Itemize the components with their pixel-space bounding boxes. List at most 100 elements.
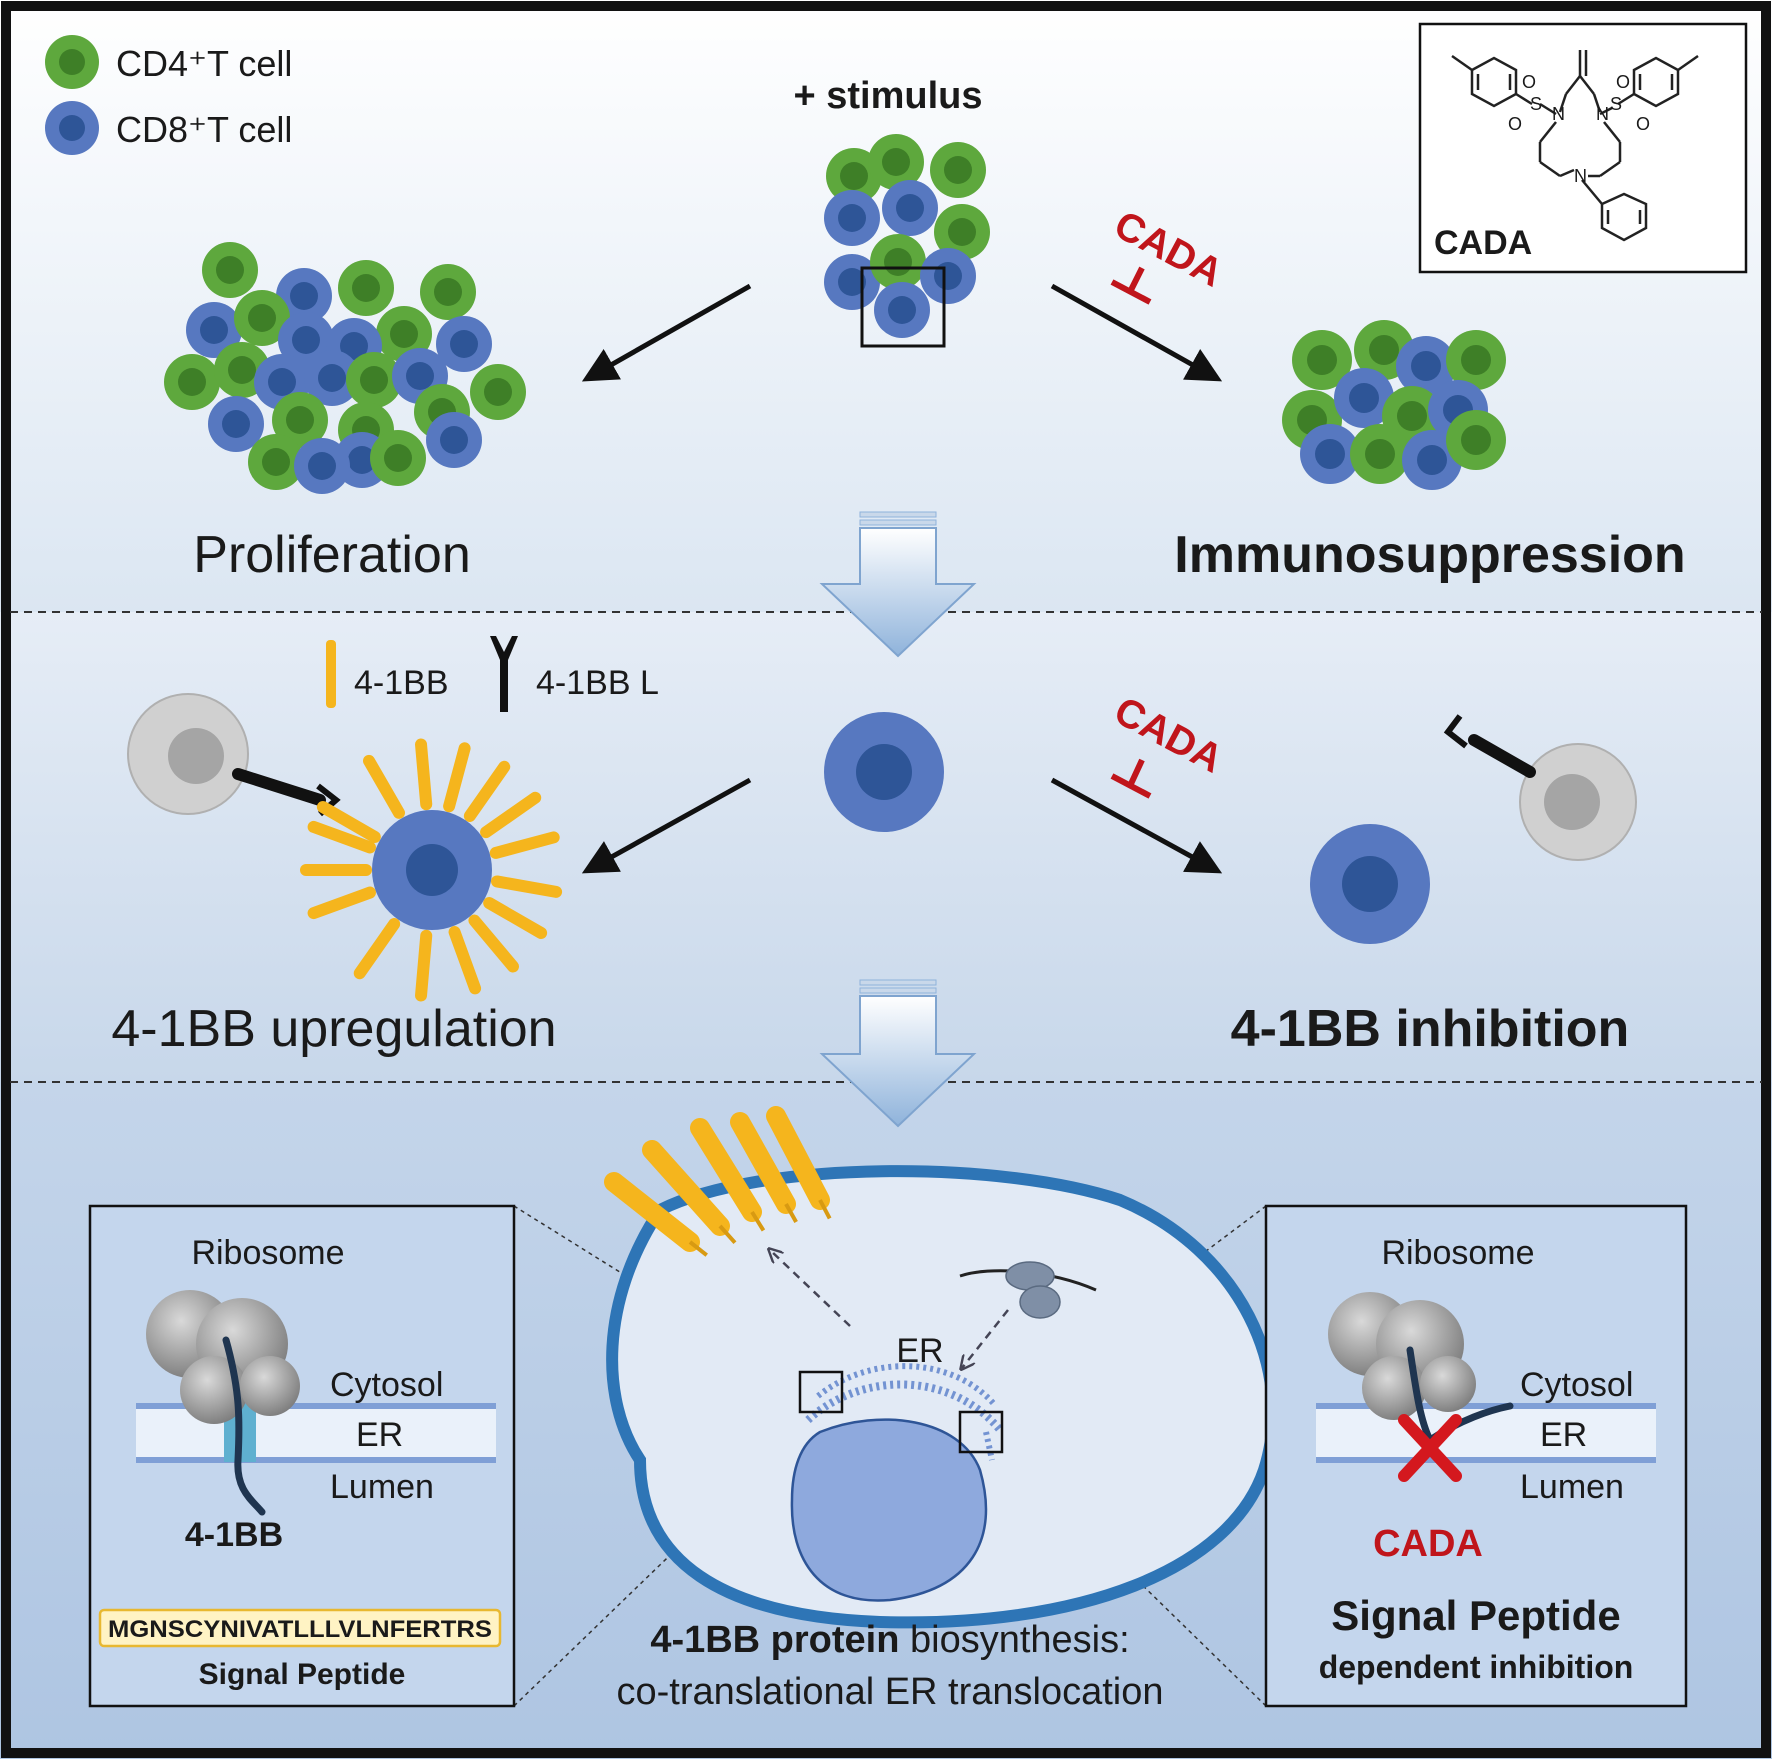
4-1bb-receptor	[443, 742, 471, 813]
cell-membrane	[606, 1165, 1279, 1629]
cd4-cell	[868, 134, 924, 190]
cd4-cell	[1446, 410, 1506, 470]
cd4-cell	[272, 392, 328, 448]
apc-cell-right	[1443, 714, 1637, 861]
zoom-box-left	[798, 1370, 844, 1414]
4-1bb-receptor	[490, 875, 563, 898]
cd8-cell	[436, 316, 492, 372]
ligand-legend-label: 4-1BB L	[536, 664, 659, 702]
er-membrane-1	[805, 1380, 1004, 1433]
left-er-label: ER	[356, 1416, 403, 1454]
cd4-cell	[1350, 424, 1410, 484]
cd8-cell	[208, 396, 264, 452]
nitrogen-bottom: N	[1574, 166, 1587, 186]
cd8-cell	[276, 268, 332, 324]
cd4-cell	[870, 234, 926, 290]
4-1bb-receptor	[415, 929, 433, 1002]
cd8-cell	[920, 248, 976, 304]
oxygen-right-2: O	[1636, 114, 1650, 134]
4-1bb-receptor	[480, 791, 542, 839]
zoom-line-1	[513, 1205, 813, 1393]
big-arrow-1	[819, 511, 977, 658]
cd8-cell	[824, 190, 880, 246]
cd8-cell	[304, 350, 360, 406]
receptor-legend-label: 4-1BB	[354, 664, 449, 702]
proliferation-label: Proliferation	[193, 526, 470, 584]
ribosome-icon	[959, 1261, 1097, 1319]
cd8-cell	[882, 180, 938, 236]
membrane-receptors	[604, 1106, 832, 1257]
cd8-cell	[294, 438, 350, 494]
cd4-cell	[1446, 330, 1506, 390]
membrane-4-1bb-receptor	[766, 1106, 830, 1210]
cd8-legend-label: CD8⁺T cell	[116, 109, 292, 150]
sulfur-left: S	[1530, 94, 1542, 114]
4-1bb-receptor	[483, 897, 548, 939]
er-membrane-2	[816, 1363, 997, 1406]
nitrogen-left: N	[1552, 104, 1565, 124]
cd4-cell	[420, 264, 476, 320]
right-title-line-2: dependent inhibition	[1319, 1649, 1634, 1685]
inhibition-bar	[1110, 279, 1152, 305]
left-lumen-label: Lumen	[330, 1468, 434, 1506]
membrane-4-1bb-receptor	[604, 1172, 700, 1252]
cell-cross-section: ER	[513, 1106, 1279, 1707]
left-protein-label: 4-1BB	[185, 1516, 283, 1554]
right-ribosome-label: Ribosome	[1381, 1234, 1534, 1272]
cd4-legend-label: CD4⁺T cell	[116, 43, 292, 84]
cd8-cell	[1334, 368, 1394, 428]
membrane-4-1bb-receptor	[730, 1112, 796, 1214]
cd4-cell	[338, 260, 394, 316]
benzyl-ring	[1600, 192, 1648, 242]
upregulated-receptors	[300, 738, 563, 1002]
stimulated-cell-cluster	[824, 134, 990, 338]
big-arrow-2	[819, 979, 977, 1128]
4-1bb-receptor	[363, 754, 405, 819]
signal-peptide-sequence-box	[98, 1608, 502, 1648]
left-ribosome-label: Ribosome	[191, 1234, 344, 1272]
export-arrow	[770, 1250, 851, 1327]
cd4-cell	[370, 430, 426, 486]
cd4-cell	[1292, 330, 1352, 390]
right-cada-label: CADA	[1373, 1523, 1483, 1565]
caption-line-2: co-translational ER translocation	[616, 1671, 1163, 1713]
nucleus	[790, 1418, 988, 1602]
caption-line-1: 4-1BB protein biosynthesis:	[650, 1619, 1129, 1661]
oxygen-left-2: O	[1508, 114, 1522, 134]
ligand-legend-icon	[500, 656, 508, 712]
right-er-label: ER	[1540, 1416, 1587, 1454]
left-nascent-chain	[222, 1336, 266, 1516]
left-er-membrane	[136, 1406, 496, 1460]
legend: CD4⁺T cell CD8⁺T cell	[45, 35, 292, 155]
arrow-to-immunosuppression	[1050, 283, 1223, 382]
ligand-bound	[232, 768, 326, 806]
cd4-cell	[934, 204, 990, 260]
structure-label: CADA	[1434, 224, 1532, 262]
signal-peptide-sequence: MGNSCYNIVATLLLVLNFERTRS	[108, 1616, 492, 1643]
cd4-cell	[248, 434, 304, 490]
structure-box	[1418, 22, 1748, 274]
zoom-box-right	[958, 1410, 1004, 1454]
4-1bb-receptor	[415, 738, 433, 811]
right-title-line-1: Signal Peptide	[1331, 1592, 1620, 1639]
immunosuppression-label: Immunosuppression	[1174, 526, 1685, 584]
cd8-cell	[874, 282, 930, 338]
arrow-to-inhibition	[1050, 777, 1223, 874]
4-1bb-receptor	[307, 886, 376, 920]
signal-peptide-label: Signal Peptide	[199, 1658, 406, 1691]
cd4-cell	[470, 364, 526, 420]
sulfur-right: S	[1610, 94, 1622, 114]
apc-cell-left	[127, 693, 341, 817]
right-lumen-label: Lumen	[1520, 1468, 1624, 1506]
4-1bb-receptor	[489, 831, 560, 859]
oxygen-left-1: O	[1522, 72, 1536, 92]
upregulation-label: 4-1BB upregulation	[111, 1000, 556, 1058]
cd4-cell	[164, 354, 220, 410]
4-1bb-receptor	[468, 914, 519, 973]
translocation-arrow	[962, 1309, 1009, 1368]
membrane-4-1bb-receptor	[690, 1118, 762, 1222]
left-inset: Ribosome Cytosol ER Lumen 4-1BB MGNSCYNI…	[88, 1204, 516, 1708]
cd4-cell	[346, 352, 402, 408]
